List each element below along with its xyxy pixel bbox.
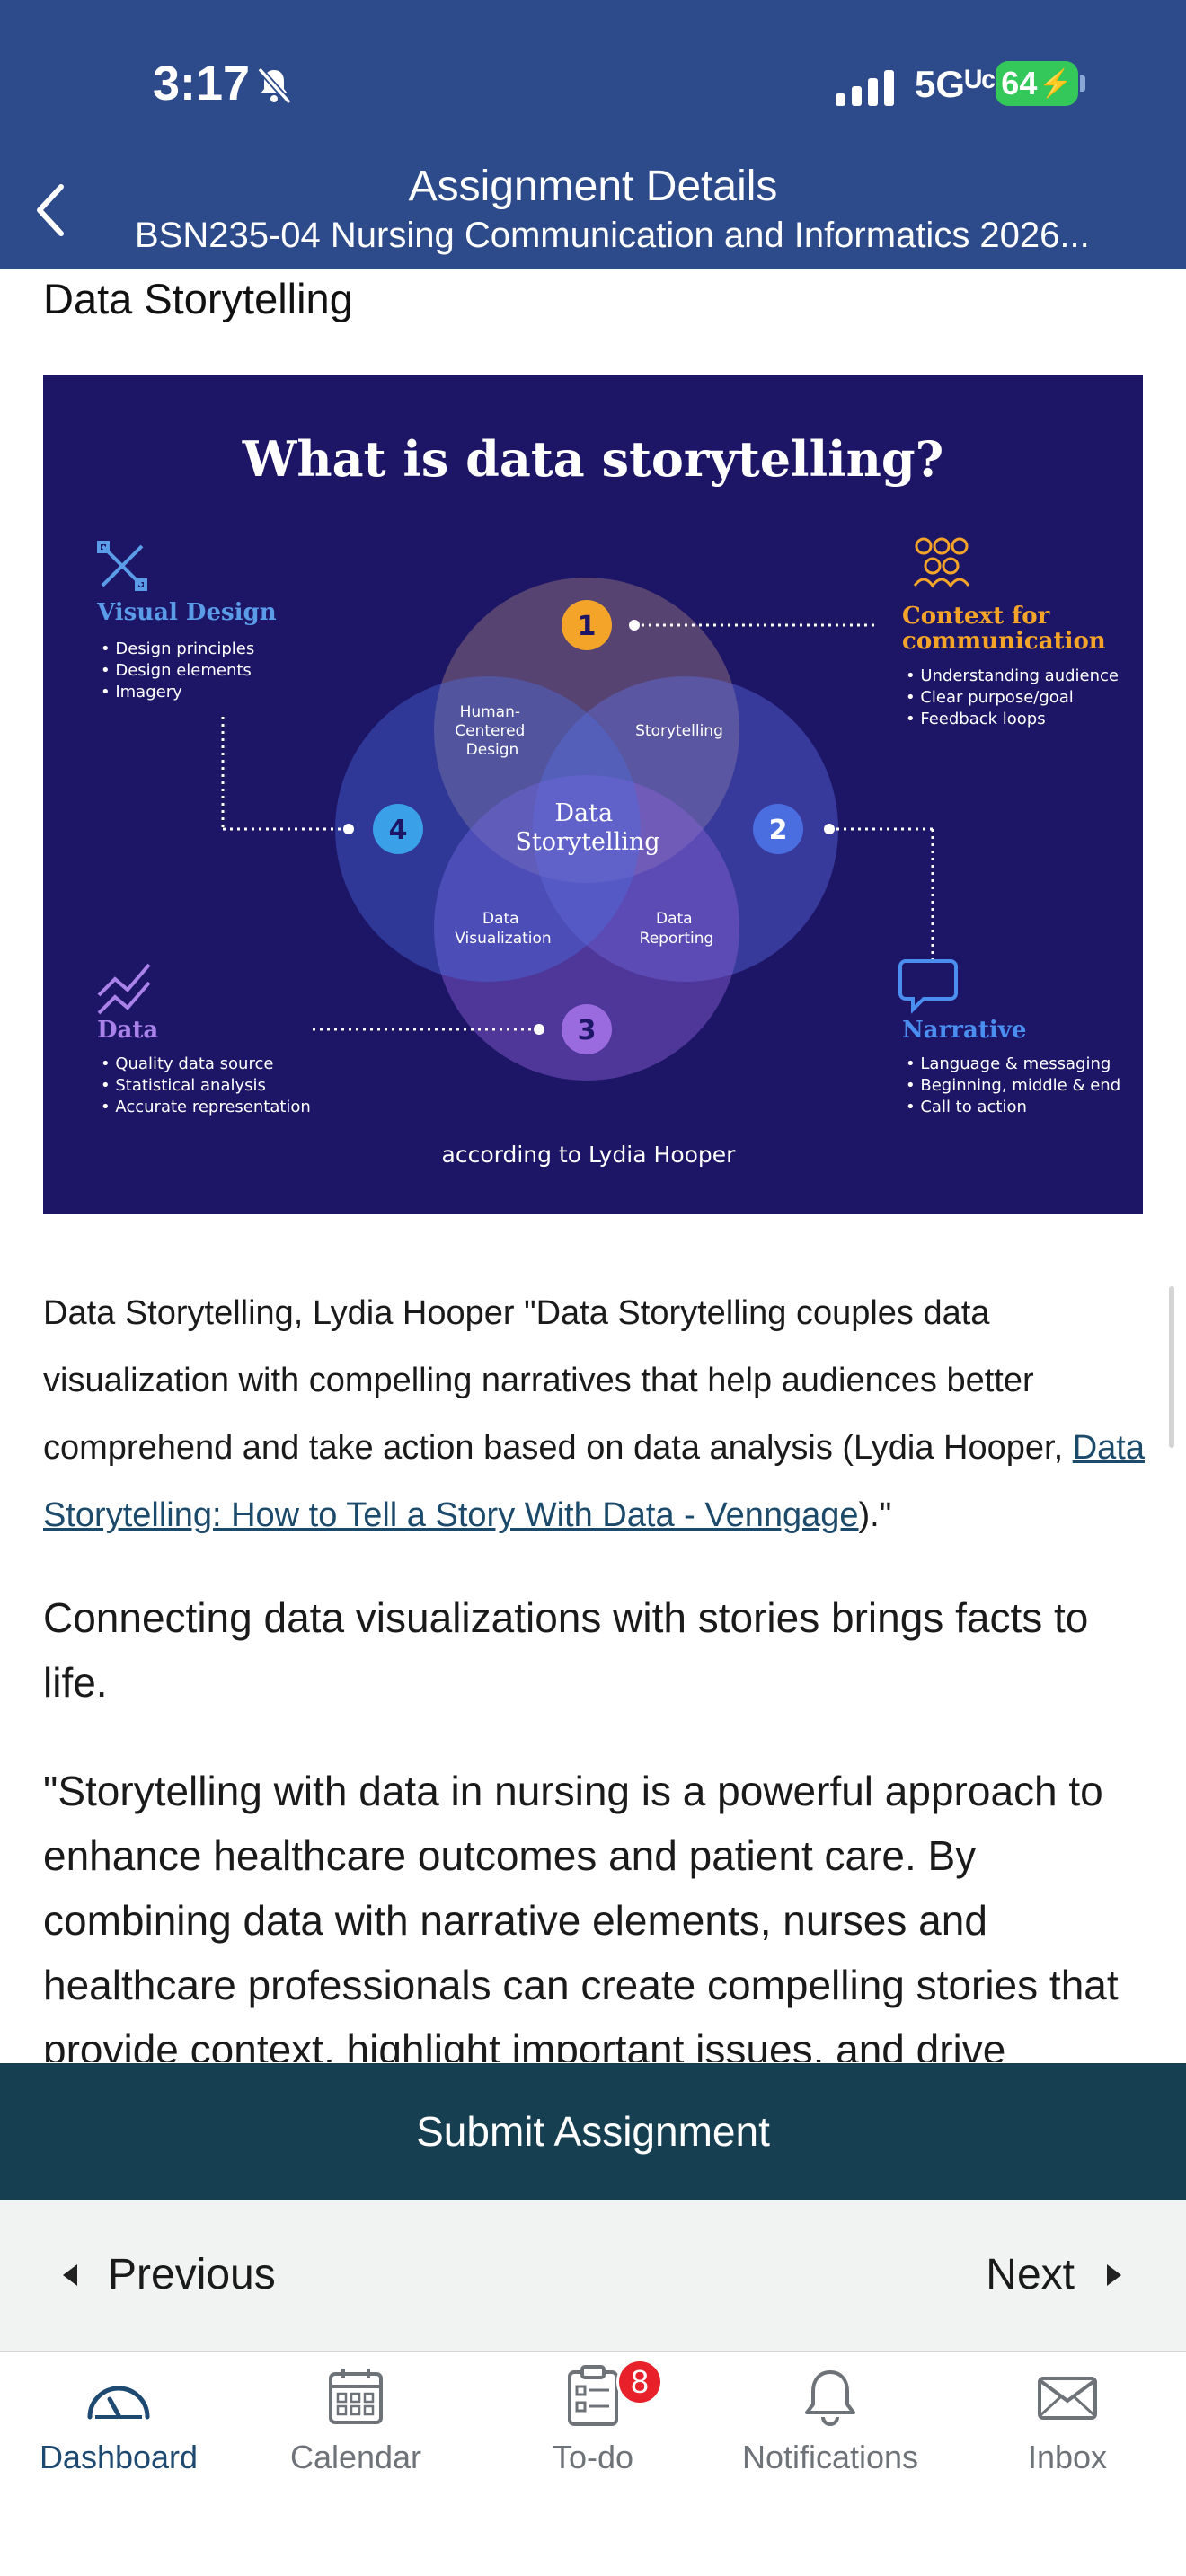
svg-text:• Language & messaging: • Language & messaging [906, 1054, 1111, 1073]
tab-dashboard-label: Dashboard [39, 2439, 199, 2475]
charging-icon: ⚡ [1039, 68, 1073, 99]
label-center: Data Storytelling [515, 799, 659, 856]
paragraph-storytelling-nursing: "Storytelling with data in nursing is a … [43, 1768, 1119, 2062]
context-title: Context for communication [902, 603, 1106, 655]
next-button[interactable]: Next [986, 2250, 1121, 2299]
label-human-centered: Human- Centered Design [455, 703, 530, 759]
data-storytelling-infographic: What is data storytelling? Human- Center… [43, 375, 1143, 1214]
svg-text:• Beginning, middle & end: • Beginning, middle & end [906, 1076, 1120, 1095]
dashboard-icon [87, 2386, 150, 2420]
venn-circle-left [335, 676, 641, 982]
battery-indicator: 64 ⚡ [996, 61, 1078, 106]
label-storytelling: Storytelling [635, 722, 723, 740]
bottom-tab-bar: Dashboard Calendar To-do [0, 2352, 1186, 2576]
venn-circle-bottom [434, 775, 739, 1081]
paragraph-connecting: Connecting data visualizations with stor… [43, 1594, 1089, 1706]
number-badge-3 [562, 1004, 612, 1054]
battery-level: 64 [1001, 65, 1038, 101]
svg-text:2: 2 [769, 815, 788, 846]
label-data-visualization: Data Visualization [455, 910, 551, 948]
figure-attribution: according to Lydia Hooper [442, 1142, 737, 1168]
tab-dashboard[interactable]: Dashboard [0, 2352, 237, 2576]
svg-text:• Design elements: • Design elements [101, 661, 252, 680]
pager: Previous Next [0, 2200, 1186, 2352]
status-time: 3:17 [153, 57, 251, 110]
bell-muted-icon [257, 66, 292, 105]
svg-text:• Feedback loops: • Feedback loops [906, 710, 1046, 728]
section-heading: Data Storytelling [43, 275, 353, 322]
svg-text:• Clear purpose/goal: • Clear purpose/goal [906, 688, 1074, 707]
number-badge-1 [562, 600, 612, 650]
people-icon [913, 537, 970, 588]
page-title: Assignment Details [408, 163, 778, 210]
mail-icon [1038, 2377, 1097, 2420]
context-list: • Understanding audience • Clear purpose… [906, 666, 1119, 728]
previous-label: Previous [108, 2251, 276, 2298]
todo-icon [568, 2365, 618, 2426]
svg-text:• Understanding audience: • Understanding audience [906, 666, 1119, 685]
svg-text:• Statistical analysis: • Statistical analysis [101, 1076, 266, 1095]
caret-left-icon [63, 2263, 77, 2286]
number-badge-2 [753, 804, 803, 854]
tab-calendar[interactable]: Calendar [237, 2352, 474, 2576]
tab-calendar-label: Calendar [289, 2439, 422, 2475]
quote-text: Data Storytelling, Lydia Hooper "Data St… [43, 1294, 1073, 1467]
next-label: Next [986, 2251, 1075, 2298]
svg-text:• Imagery: • Imagery [101, 683, 182, 701]
svg-text:4: 4 [389, 815, 408, 846]
svg-text:• Quality data source: • Quality data source [101, 1054, 273, 1073]
visual-design-title: Visual Design [96, 599, 277, 626]
trend-chart-icon [97, 963, 151, 1015]
narrative-title: Narrative [902, 1017, 1026, 1044]
signal-icon [836, 70, 894, 106]
connector-lines [221, 623, 934, 1031]
data-list: • Quality data source • Statistical anal… [101, 1054, 311, 1116]
calendar-icon [329, 2369, 383, 2424]
tab-inbox[interactable]: Inbox [949, 2352, 1186, 2576]
narrative-list: • Language & messaging • Beginning, midd… [906, 1054, 1120, 1116]
venn-circle-top [434, 578, 739, 883]
app-header: 3:17 5Gᵁᶜ 64 ⚡ Assignment Details BSN235… [0, 0, 1186, 269]
svg-text:• Accurate representation: • Accurate representation [101, 1098, 311, 1116]
venngage-link[interactable]: Data Storytelling: How to Tell a Story W… [43, 1429, 1145, 1534]
svg-text:3: 3 [578, 1015, 597, 1046]
tab-todo-label: To-do [552, 2439, 634, 2475]
tab-inbox-label: Inbox [1027, 2439, 1108, 2475]
label-data-reporting: Data Reporting [640, 910, 714, 948]
course-subtitle: BSN235-04 Nursing Communication and Info… [135, 216, 1090, 255]
previous-button[interactable]: Previous [63, 2250, 276, 2299]
battery-tip [1080, 75, 1085, 92]
svg-text:• Call to action: • Call to action [906, 1098, 1027, 1116]
bell-icon [805, 2370, 855, 2426]
network-label: 5Gᵁᶜ [915, 63, 996, 105]
pencil-ruler-icon [97, 541, 147, 591]
venn-circle-right [533, 676, 838, 982]
scrollbar[interactable] [1169, 1286, 1174, 1448]
chevron-left-icon [37, 184, 64, 236]
tab-notifications-label: Notifications [741, 2439, 919, 2475]
submit-label: Submit Assignment [416, 2108, 770, 2155]
quote-paragraph: Data Storytelling, Lydia Hooper "Data St… [43, 1280, 1148, 1549]
figure-title: What is data storytelling? [242, 430, 944, 488]
number-badge-4 [373, 804, 423, 854]
submit-assignment-button[interactable]: Submit Assignment [0, 2063, 1186, 2200]
back-button[interactable] [23, 176, 77, 244]
todo-count-badge: 8 [616, 2359, 663, 2405]
tab-notifications[interactable]: Notifications [712, 2352, 949, 2576]
svg-text:1: 1 [578, 611, 597, 642]
caret-right-icon [1107, 2263, 1121, 2286]
visual-design-list: • Design principles • Design elements • … [101, 640, 254, 701]
data-title: Data [97, 1017, 158, 1044]
tab-todo[interactable]: To-do [474, 2352, 712, 2576]
quote-end: )." [858, 1496, 892, 1534]
speech-bubble-icon [898, 959, 958, 1014]
svg-text:• Design principles: • Design principles [101, 640, 254, 658]
